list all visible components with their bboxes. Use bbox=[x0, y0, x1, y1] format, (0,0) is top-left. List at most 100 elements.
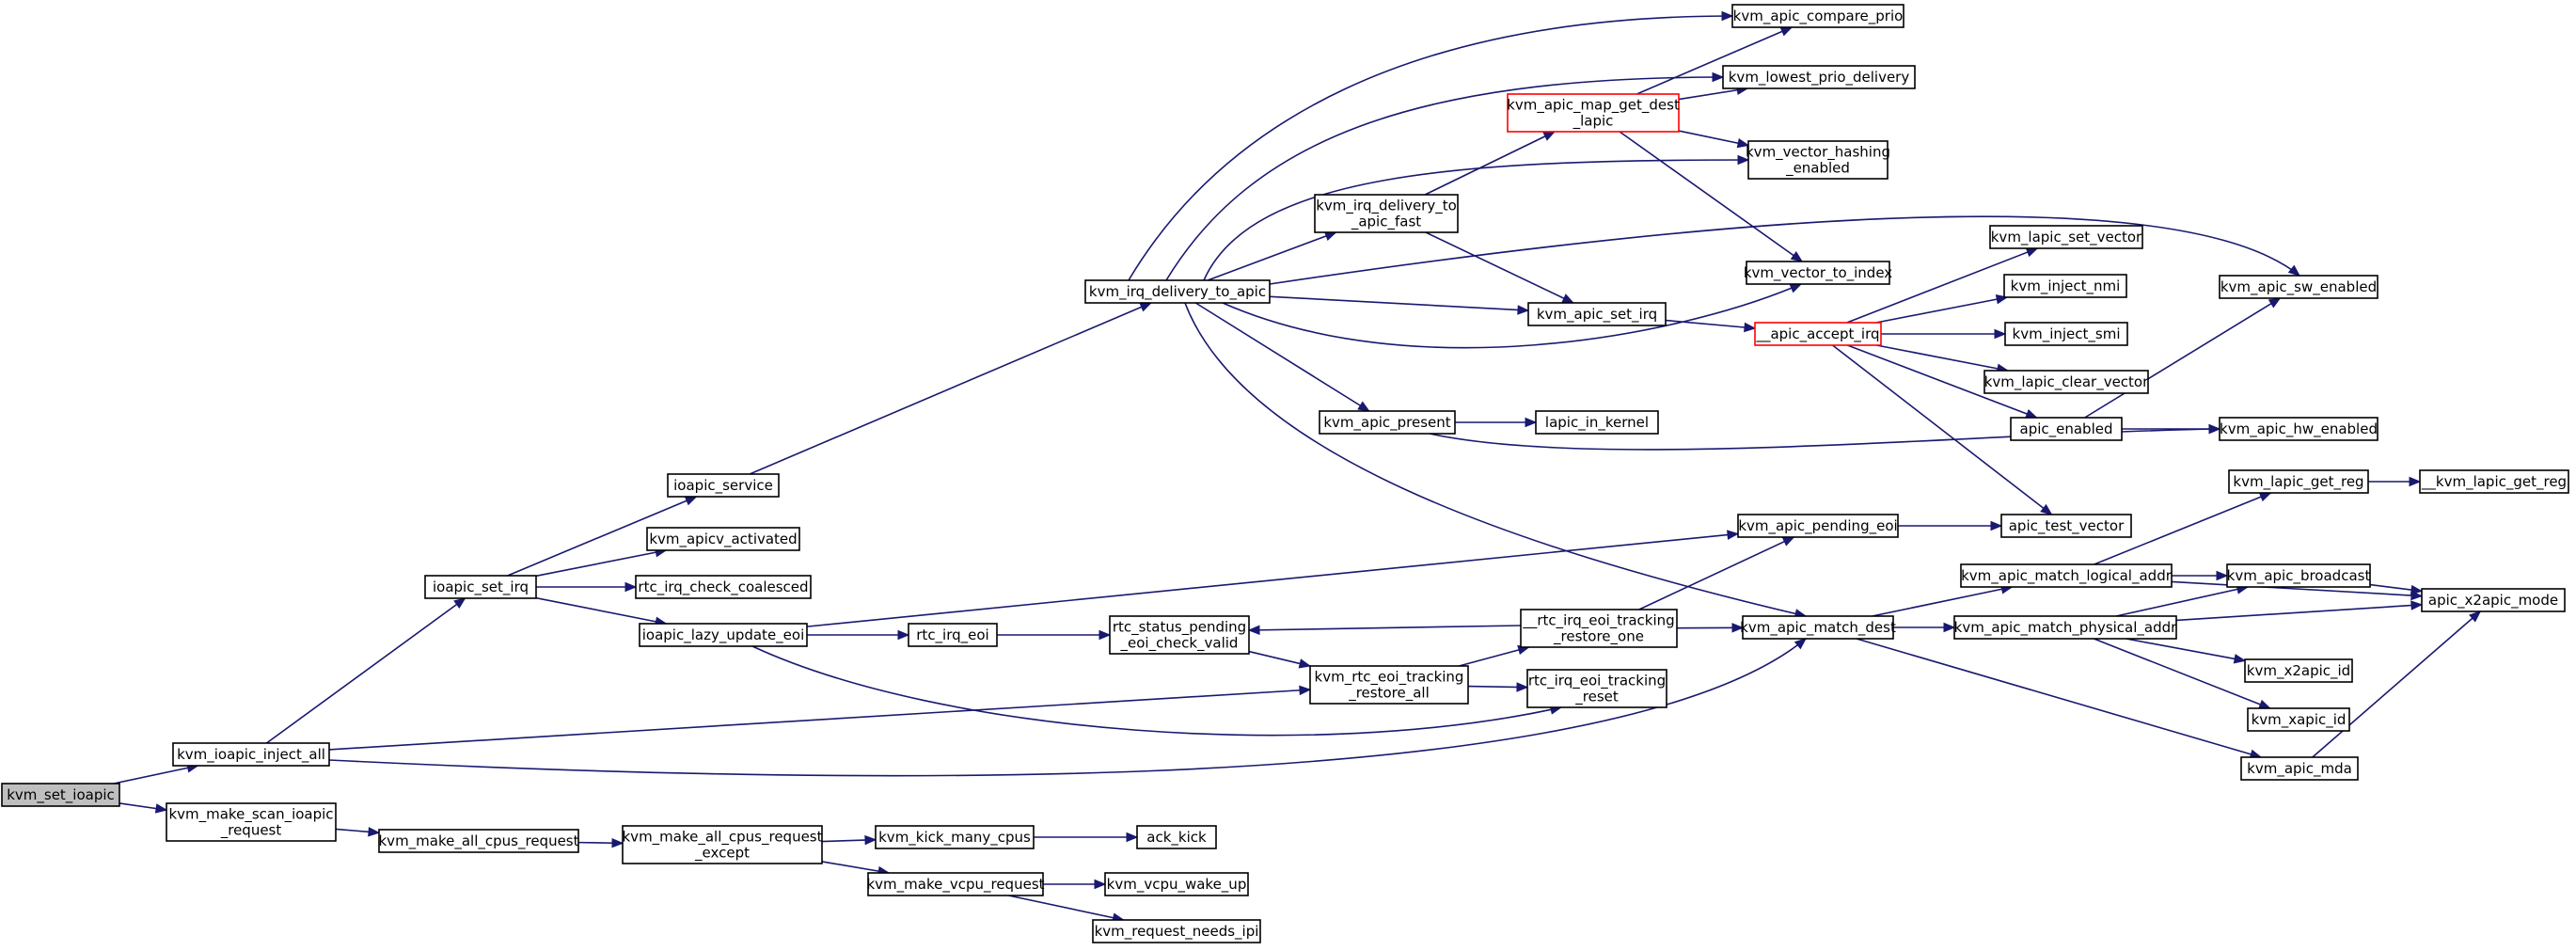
node-kvm-apic-pending-eoi[interactable]: kvm_apic_pending_eoi bbox=[1737, 514, 1899, 538]
arrowhead bbox=[1139, 302, 1153, 312]
node-label: _restore_one bbox=[1553, 628, 1644, 646]
node-kvm-xapic-id[interactable]: kvm_xapic_id bbox=[2247, 707, 2350, 732]
node-ioapic-service[interactable]: ioapic_service bbox=[667, 473, 780, 498]
node-kvm-apic-match-dest[interactable]: kvm_apic_match_dest bbox=[1740, 615, 1896, 640]
node-kvm-x2apic-id[interactable]: kvm_x2apic_id bbox=[2244, 658, 2353, 683]
edge-kvm-irq-delivery-to-apic-fast-to-kvm-apic-map-get-dest-lapic bbox=[1424, 131, 1557, 196]
node-rtc-irq-eoi[interactable]: rtc_irq_eoi bbox=[908, 623, 998, 647]
node-label: ioapic_service bbox=[673, 477, 773, 495]
edge-ioapic-lazy-update-eoi-to-rtc-irq-eoi bbox=[807, 629, 910, 641]
node-box bbox=[1747, 140, 1889, 180]
node-kvm-vector-to-index[interactable]: kvm_vector_to_index bbox=[1744, 261, 1892, 285]
node-label: kvm_make_all_cpus_request bbox=[623, 829, 823, 847]
node-box bbox=[1084, 279, 1271, 304]
arrowhead bbox=[1990, 520, 2003, 531]
edge-ioapic-lazy-update-eoi-to-kvm-apic-pending-eoi bbox=[806, 530, 1740, 627]
node-kvm-lapic-get-reg-inner[interactable]: __kvm_lapic_get_reg bbox=[2419, 469, 2569, 494]
node-apic-enabled[interactable]: apic_enabled bbox=[2010, 417, 2123, 441]
node-rtc-status-pending-eoi-check-valid[interactable]: rtc_status_pending_eoi_check_valid bbox=[1109, 615, 1250, 655]
node-kvm-apic-match-logical-addr[interactable]: kvm_apic_match_logical_addr bbox=[1960, 563, 2173, 588]
node-kvm-make-all-cpus-request-except[interactable]: kvm_make_all_cpus_request_except bbox=[622, 825, 823, 864]
node-kvm-apic-present[interactable]: kvm_apic_present bbox=[1319, 410, 1456, 435]
edge-kvm-apic-match-physical-addr-to-kvm-x2apic-id bbox=[2126, 638, 2247, 664]
node-box bbox=[639, 623, 808, 647]
node-ioapic-lazy-update-eoi[interactable]: ioapic_lazy_update_eoi bbox=[639, 623, 808, 647]
node-kvm-apic-set-irq[interactable]: kvm_apic_set_irq bbox=[1527, 302, 1667, 326]
node-box bbox=[1953, 615, 2177, 640]
node-kvm-kick-many-cpus[interactable]: kvm_kick_many_cpus bbox=[875, 825, 1035, 849]
node-kvm-vcpu-wake-up[interactable]: kvm_vcpu_wake_up bbox=[1104, 872, 1249, 896]
node-box bbox=[635, 575, 812, 599]
node-box bbox=[1507, 93, 1680, 133]
edge-kvm-irq-delivery-to-apic-to-kvm-apic-present bbox=[1194, 302, 1370, 412]
node-rtc-irq-eoi-tracking-restore-one[interactable]: __rtc_irq_eoi_tracking_restore_one bbox=[1520, 609, 1678, 648]
edge-kvm-apic-set-irq-to-apic-accept-irq bbox=[1665, 319, 1757, 333]
edge-kvm-apic-match-logical-addr-to-kvm-apic-broadcast bbox=[2172, 570, 2229, 581]
node-apic-accept-irq[interactable]: __apic_accept_irq bbox=[1754, 322, 1882, 346]
node-kvm-lapic-set-vector[interactable]: kvm_lapic_set_vector bbox=[1989, 225, 2143, 249]
arrowhead bbox=[1781, 536, 1795, 547]
edge-ioapic-set-irq-to-rtc-irq-check-coalesced bbox=[536, 581, 638, 593]
node-box bbox=[1319, 410, 1456, 435]
node-label: kvm_lapic_get_reg bbox=[2233, 473, 2363, 491]
node-label: kvm_vector_hashing bbox=[1746, 144, 1890, 162]
node-kvm-lowest-prio-delivery[interactable]: kvm_lowest_prio_delivery bbox=[1722, 65, 1916, 89]
node-kvm-vector-hashing-enabled[interactable]: kvm_vector_hashing_enabled bbox=[1746, 140, 1890, 180]
node-label: apic_enabled bbox=[2020, 420, 2113, 438]
node-kvm-set-ioapic[interactable]: kvm_set_ioapic bbox=[1, 783, 120, 807]
node-box bbox=[875, 825, 1035, 849]
node-ack-kick[interactable]: ack_kick bbox=[1136, 825, 1217, 849]
edge-kvm-apic-map-get-dest-lapic-to-kvm-vector-to-index bbox=[1619, 131, 1804, 262]
edge-kvm-make-all-cpus-request-to-kvm-make-all-cpus-request-except bbox=[577, 837, 624, 848]
node-label: kvm_apic_match_physical_addr bbox=[1954, 619, 2177, 637]
node-kvm-inject-nmi[interactable]: kvm_inject_nmi bbox=[2003, 274, 2127, 298]
node-kvm-rtc-eoi-tracking-restore-all[interactable]: kvm_rtc_eoi_tracking_restore_all bbox=[1309, 665, 1469, 705]
edge-kvm-apic-mda-to-apic-x2apic-mode bbox=[2312, 610, 2482, 758]
node-kvm-lapic-clear-vector[interactable]: kvm_lapic_clear_vector bbox=[1983, 370, 2149, 394]
node-apic-test-vector[interactable]: apic_test_vector bbox=[2000, 514, 2132, 538]
node-label: _lapic bbox=[1572, 113, 1614, 131]
edge-apic-accept-irq-to-kvm-lapic-set-vector bbox=[1846, 247, 2039, 324]
node-kvm-apic-sw-enabled[interactable]: kvm_apic_sw_enabled bbox=[2219, 275, 2378, 299]
arrowhead bbox=[2233, 654, 2247, 664]
edge-kvm-irq-delivery-to-apic-to-kvm-irq-delivery-to-apic-fast bbox=[1207, 231, 1337, 281]
node-kvm-apic-mda[interactable]: kvm_apic_mda bbox=[2240, 756, 2359, 781]
node-kvm-apic-map-get-dest-lapic[interactable]: kvm_apic_map_get_dest_lapic bbox=[1507, 93, 1680, 133]
edge-kvm-apic-match-physical-addr-to-kvm-apic-broadcast bbox=[2115, 584, 2250, 617]
node-kvm-apic-broadcast[interactable]: kvm_apic_broadcast bbox=[2226, 563, 2371, 588]
node-kvm-inject-smi[interactable]: kvm_inject_smi bbox=[2004, 322, 2128, 346]
arrowhead bbox=[453, 597, 466, 610]
node-rtc-irq-check-coalesced[interactable]: rtc_irq_check_coalesced bbox=[635, 575, 812, 599]
edge-kvm-make-scan-ioapic-request-to-kvm-make-all-cpus-request bbox=[335, 827, 381, 837]
node-box bbox=[1746, 261, 1890, 285]
node-kvm-make-scan-ioapic-request[interactable]: kvm_make_scan_ioapic_request bbox=[166, 802, 337, 842]
arrowhead bbox=[1779, 26, 1794, 37]
node-kvm-apicv-activated[interactable]: kvm_apicv_activated bbox=[646, 527, 800, 551]
node-kvm-apic-compare-prio[interactable]: kvm_apic_compare_prio bbox=[1731, 4, 1904, 28]
node-label: ioapic_set_irq bbox=[433, 579, 529, 596]
node-kvm-request-needs-ipi[interactable]: kvm_request_needs_ipi bbox=[1092, 919, 1261, 943]
node-rtc-irq-eoi-tracking-reset[interactable]: rtc_irq_eoi_tracking_reset bbox=[1526, 669, 1667, 708]
node-label: kvm_apic_pending_eoi bbox=[1738, 517, 1897, 535]
node-kvm-irq-delivery-to-apic-fast[interactable]: kvm_irq_delivery_to_apic_fast bbox=[1314, 194, 1459, 233]
edge-kvm-apic-match-dest-to-kvm-apic-match-physical-addr bbox=[1893, 622, 1956, 633]
node-kvm-lapic-get-reg[interactable]: kvm_lapic_get_reg bbox=[2228, 469, 2369, 494]
node-label: kvm_rtc_eoi_tracking bbox=[1315, 669, 1464, 687]
node-kvm-apic-hw-enabled[interactable]: kvm_apic_hw_enabled bbox=[2219, 417, 2378, 441]
node-kvm-make-all-cpus-request[interactable]: kvm_make_all_cpus_request bbox=[378, 829, 579, 853]
arrowhead bbox=[684, 496, 698, 506]
node-kvm-ioapic-inject-all[interactable]: kvm_ioapic_inject_all bbox=[172, 742, 330, 767]
node-kvm-make-vcpu-request[interactable]: kvm_make_vcpu_request bbox=[866, 872, 1045, 896]
node-box bbox=[2240, 756, 2359, 781]
node-apic-x2apic-mode[interactable]: apic_x2apic_mode bbox=[2421, 588, 2566, 612]
node-box bbox=[2247, 707, 2350, 732]
arrowhead bbox=[1736, 138, 1750, 149]
node-box bbox=[1989, 225, 2143, 249]
node-kvm-apic-match-physical-addr[interactable]: kvm_apic_match_physical_addr bbox=[1953, 615, 2177, 640]
arrowhead bbox=[2025, 247, 2039, 258]
node-lapic-in-kernel[interactable]: lapic_in_kernel bbox=[1535, 410, 1659, 435]
node-ioapic-set-irq[interactable]: ioapic_set_irq bbox=[424, 575, 537, 599]
edge-kvm-irq-delivery-to-apic-to-kvm-apic-compare-prio bbox=[1128, 10, 1734, 281]
node-box bbox=[2219, 417, 2378, 441]
node-kvm-irq-delivery-to-apic[interactable]: kvm_irq_delivery_to_apic bbox=[1084, 279, 1271, 304]
